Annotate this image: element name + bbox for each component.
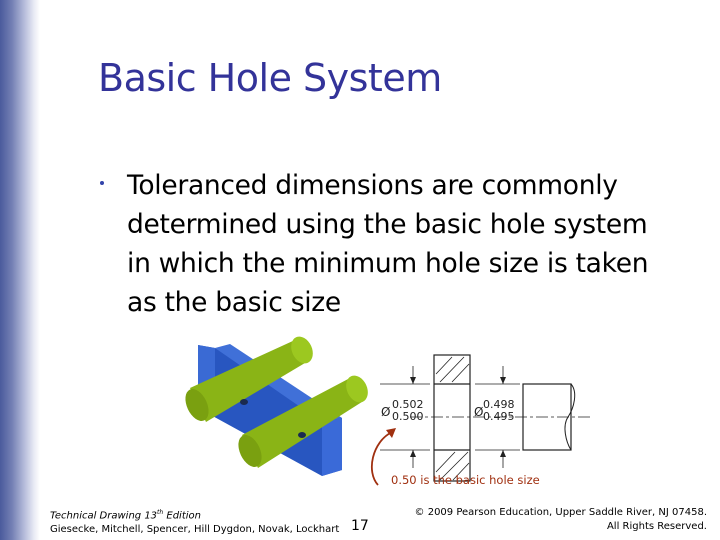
hole-diameter-symbol: Ø	[381, 405, 390, 419]
annotation-arrow	[370, 431, 393, 486]
bullet-line: determined using the basic hole system	[127, 209, 648, 240]
block-and-shafts-illustration	[185, 336, 368, 476]
bullet-text: Toleranced dimensions are commonly deter…	[127, 166, 707, 322]
footer-book-info: Technical Drawing 13th Edition Giesecke,…	[50, 506, 339, 537]
book-title: Technical Drawing 13th Edition	[50, 509, 201, 522]
hole-dim-lower: 0.500	[392, 410, 424, 423]
basic-hole-annotation: 0.50 is the basic hole size	[391, 473, 540, 487]
hole-dim-upper: 0.502	[392, 398, 424, 411]
sidebar-gradient-bar	[0, 0, 40, 540]
bullet-line: as the basic size	[127, 287, 341, 318]
footer-copyright: © 2009 Pearson Education, Upper Saddle R…	[415, 506, 707, 534]
shaft-dim-lower: 0.495	[483, 410, 515, 423]
bullet-line: Toleranced dimensions are commonly	[127, 170, 618, 201]
dimension-arrows	[410, 377, 506, 457]
book-authors: Giesecke, Mitchell, Spencer, Hill Dygdon…	[50, 524, 340, 536]
copyright-line-1: © 2009 Pearson Education, Upper Saddle R…	[414, 507, 707, 518]
shaft-dim-upper: 0.498	[483, 398, 515, 411]
bullet-line: in which the minimum hole size is taken	[127, 248, 649, 279]
basic-hole-figure: Ø 0.502 0.500 Ø 0.498 0.495 0.50 is the …	[170, 330, 590, 490]
figure-svg: Ø 0.502 0.500 Ø 0.498 0.495 0.50 is the …	[185, 336, 590, 487]
page-number: 17	[351, 518, 369, 534]
shaft-diameter-symbol: Ø	[474, 405, 483, 419]
hole-section-drawing	[380, 354, 590, 482]
slide-title: Basic Hole System	[98, 56, 442, 100]
bullet-icon	[100, 181, 104, 185]
copyright-line-2: All Rights Reserved.	[606, 521, 707, 532]
